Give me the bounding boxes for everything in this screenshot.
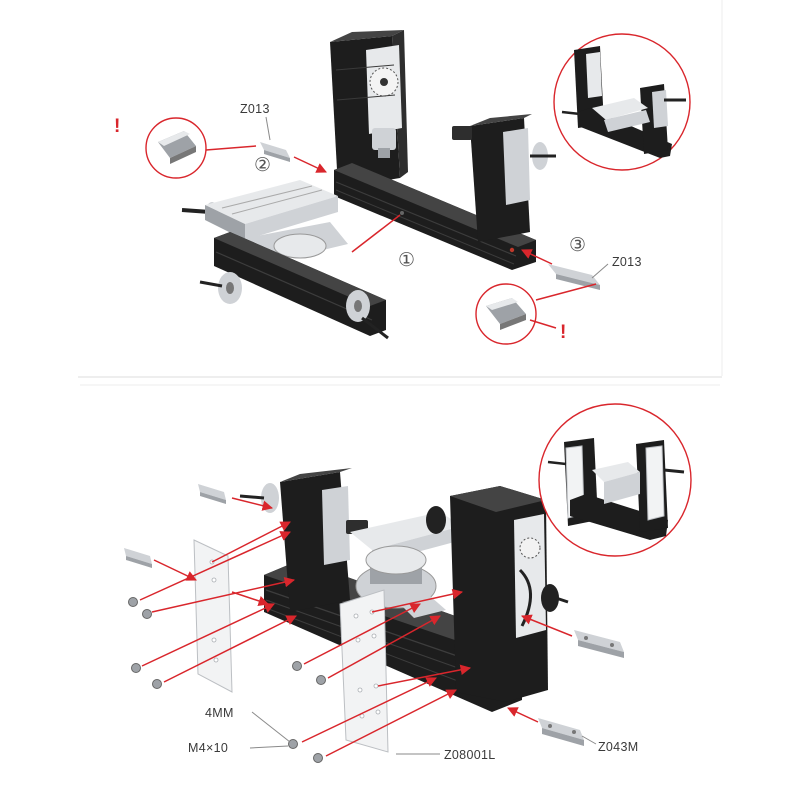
tailstock-face bbox=[503, 128, 530, 205]
callout-left bbox=[145, 117, 207, 179]
plate-left bbox=[193, 539, 233, 693]
red-arrow-step-two bbox=[293, 156, 327, 173]
rotary-table bbox=[350, 506, 462, 618]
leader-m4x10 bbox=[249, 745, 289, 749]
headstock bbox=[330, 30, 408, 188]
part-label-right: Z013 bbox=[612, 255, 642, 269]
warning-mark-right: ! bbox=[560, 322, 566, 343]
bar-right-lower bbox=[538, 718, 584, 746]
compound-dial bbox=[273, 233, 327, 259]
column-right bbox=[450, 486, 569, 702]
tailstock bbox=[452, 114, 556, 242]
red-arrow-callout-right bbox=[535, 283, 597, 301]
cross-slide-assembly bbox=[181, 180, 389, 340]
carriage-base bbox=[214, 232, 386, 336]
red-arrow-callout-left bbox=[205, 145, 257, 151]
plate-center bbox=[339, 589, 389, 753]
leader-4mm bbox=[251, 711, 291, 743]
magnified-inset-bottom bbox=[538, 403, 692, 557]
bar-left bbox=[124, 548, 152, 568]
bottom-panel: 4MM M4×10 Z08001L Z043M bbox=[80, 384, 720, 763]
headstock-bottom bbox=[239, 468, 368, 612]
callout-right bbox=[475, 283, 537, 345]
rotary-handle bbox=[426, 506, 446, 534]
leader-z013-right bbox=[591, 263, 609, 279]
step-two: ② bbox=[254, 154, 271, 176]
part-z013-right bbox=[548, 264, 600, 290]
bar-right-upper bbox=[574, 630, 624, 658]
part-label-left: Z013 bbox=[240, 102, 270, 116]
part-bar-label: Z043M bbox=[598, 740, 638, 754]
column-handwheel bbox=[541, 584, 559, 612]
leader-bar bbox=[581, 735, 597, 745]
bar-upper-left bbox=[198, 484, 226, 504]
part-plate-label: Z08001L bbox=[444, 748, 495, 762]
red-arrow-warning-right bbox=[529, 319, 557, 329]
spindle-chuck bbox=[372, 128, 396, 150]
top-panel: ! Z013 ② ① ③ Z013 ! bbox=[78, 0, 723, 378]
red-arrow-step-three bbox=[521, 249, 553, 265]
magnified-inset-top bbox=[553, 33, 691, 171]
leader-z013-left bbox=[265, 116, 271, 141]
step-three: ③ bbox=[569, 234, 586, 256]
screws bbox=[128, 597, 326, 763]
spec-size-label: 4MM bbox=[205, 706, 234, 720]
headstock-face bbox=[322, 486, 350, 565]
warning-mark-left: ! bbox=[114, 116, 120, 137]
red-leader-step-one bbox=[351, 214, 401, 253]
cross-slide-table bbox=[205, 180, 338, 224]
red-arrows-bottom bbox=[139, 497, 573, 757]
spec-screw-label: M4×10 bbox=[188, 741, 228, 755]
step-one: ① bbox=[398, 249, 415, 271]
tailstock-quill bbox=[452, 126, 472, 140]
part-z013-left bbox=[260, 142, 290, 162]
